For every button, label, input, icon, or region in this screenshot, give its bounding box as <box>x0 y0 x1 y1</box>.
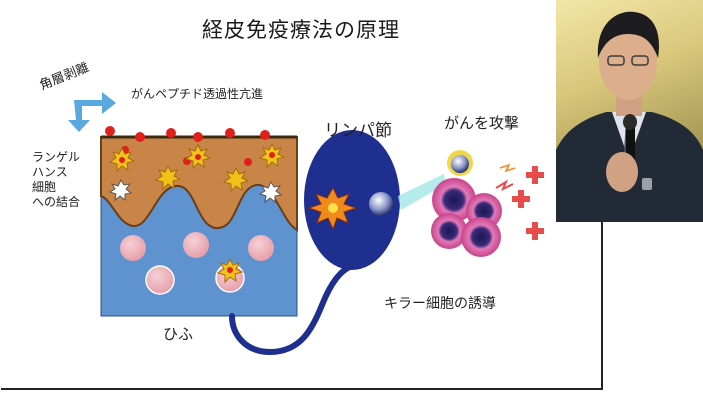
speaker-figure <box>556 0 703 222</box>
langerhans-label-line: ハンス <box>32 165 80 180</box>
cancer-cell-icon <box>526 166 544 184</box>
peptide-dot <box>119 157 125 163</box>
cancer-cell-icon <box>512 190 530 208</box>
dermal-cell <box>146 266 174 294</box>
activated-t-cell-core <box>451 155 469 173</box>
attack-bolt-icon <box>500 165 515 171</box>
skin-label: ひふ <box>163 323 193 344</box>
dermal-cell <box>120 235 146 261</box>
attack-bolt-icon <box>496 182 513 189</box>
peptide-dot <box>135 132 145 142</box>
peptide-dot <box>193 132 203 142</box>
langerhans-label-line: ランゲル <box>32 150 80 165</box>
peptide-dot <box>166 128 176 138</box>
peeling-arrow-icon <box>68 92 116 132</box>
langerhans-label-line: 細胞 <box>32 180 80 195</box>
peptide-dot <box>227 267 233 273</box>
microphone-head <box>623 114 637 130</box>
peptide-dot <box>260 130 270 140</box>
peptide-dot <box>244 158 252 166</box>
peptide-dot <box>225 128 235 138</box>
cancer-cells <box>512 166 544 240</box>
killer-cell-icon <box>461 217 501 257</box>
watch-icon <box>642 178 652 190</box>
lymph-node-label: リンパ節 <box>324 116 392 141</box>
cancer-cell-icon <box>526 222 544 240</box>
dermal-cell <box>248 235 274 261</box>
peptide-permeation-label: がんペプチド透過性亢進 <box>131 85 263 102</box>
peptide-dot <box>105 126 115 136</box>
killer-induction-label: キラー細胞の誘導 <box>384 293 496 313</box>
langerhans-label-line: への結合 <box>32 195 80 210</box>
peptide-dot <box>195 154 201 160</box>
speaker-photo <box>556 0 703 222</box>
dermal-cell <box>183 232 209 258</box>
dendritic-cell-core <box>328 203 338 213</box>
langerhans-binding-label: ランゲル ハンス 細胞 への結合 <box>32 150 80 210</box>
speaker-hand <box>606 152 638 192</box>
slide-title: 経皮免疫療法の原理 <box>202 14 400 44</box>
t-cell-icon <box>369 192 393 216</box>
attack-cancer-label: がんを攻撃 <box>444 112 519 133</box>
killer-cell-icon <box>431 213 467 249</box>
peptide-dot <box>269 152 275 158</box>
killer-cells <box>431 178 502 257</box>
